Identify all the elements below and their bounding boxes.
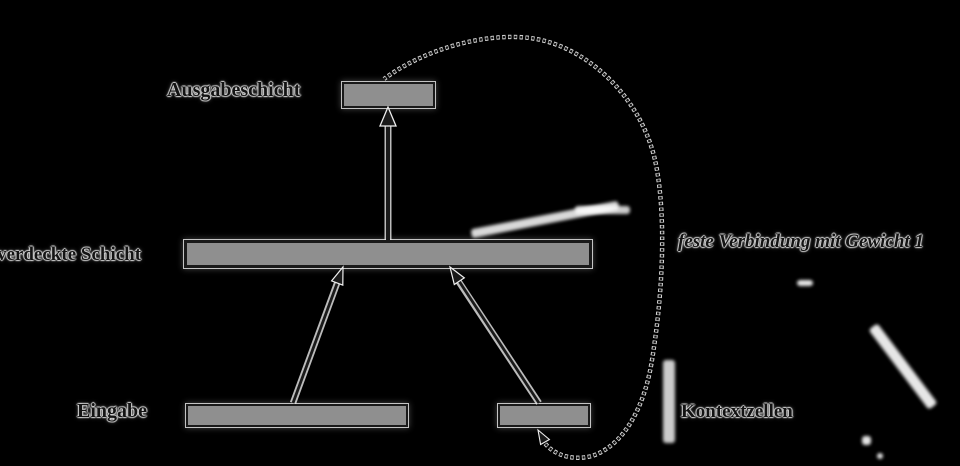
artifact-smudge [868,323,938,410]
context-cells-box [498,404,590,427]
artifact-smudge [877,453,883,459]
artifact-smudge [575,206,630,214]
edge-context-to-hidden-arrow [449,265,542,405]
hidden-layer-label: verdeckte Schicht [0,244,142,265]
artifact-smudge [862,436,871,445]
context-cells-label: Kontextzellen [681,401,793,422]
input-label: Eingabe [77,400,148,422]
feedback-weight-note: feste Verbindung mit Gewicht 1 [678,231,924,252]
artifact-smudge [797,280,813,286]
hidden-layer-box [184,240,592,268]
artifact-smudge [663,360,675,443]
input-box [186,404,408,427]
edge-hidden-to-output-arrow [379,105,397,240]
edge-input-to-hidden-arrow [289,265,344,405]
output-layer-box [342,82,435,108]
output-layer-label: Ausgabeschicht [167,79,301,101]
